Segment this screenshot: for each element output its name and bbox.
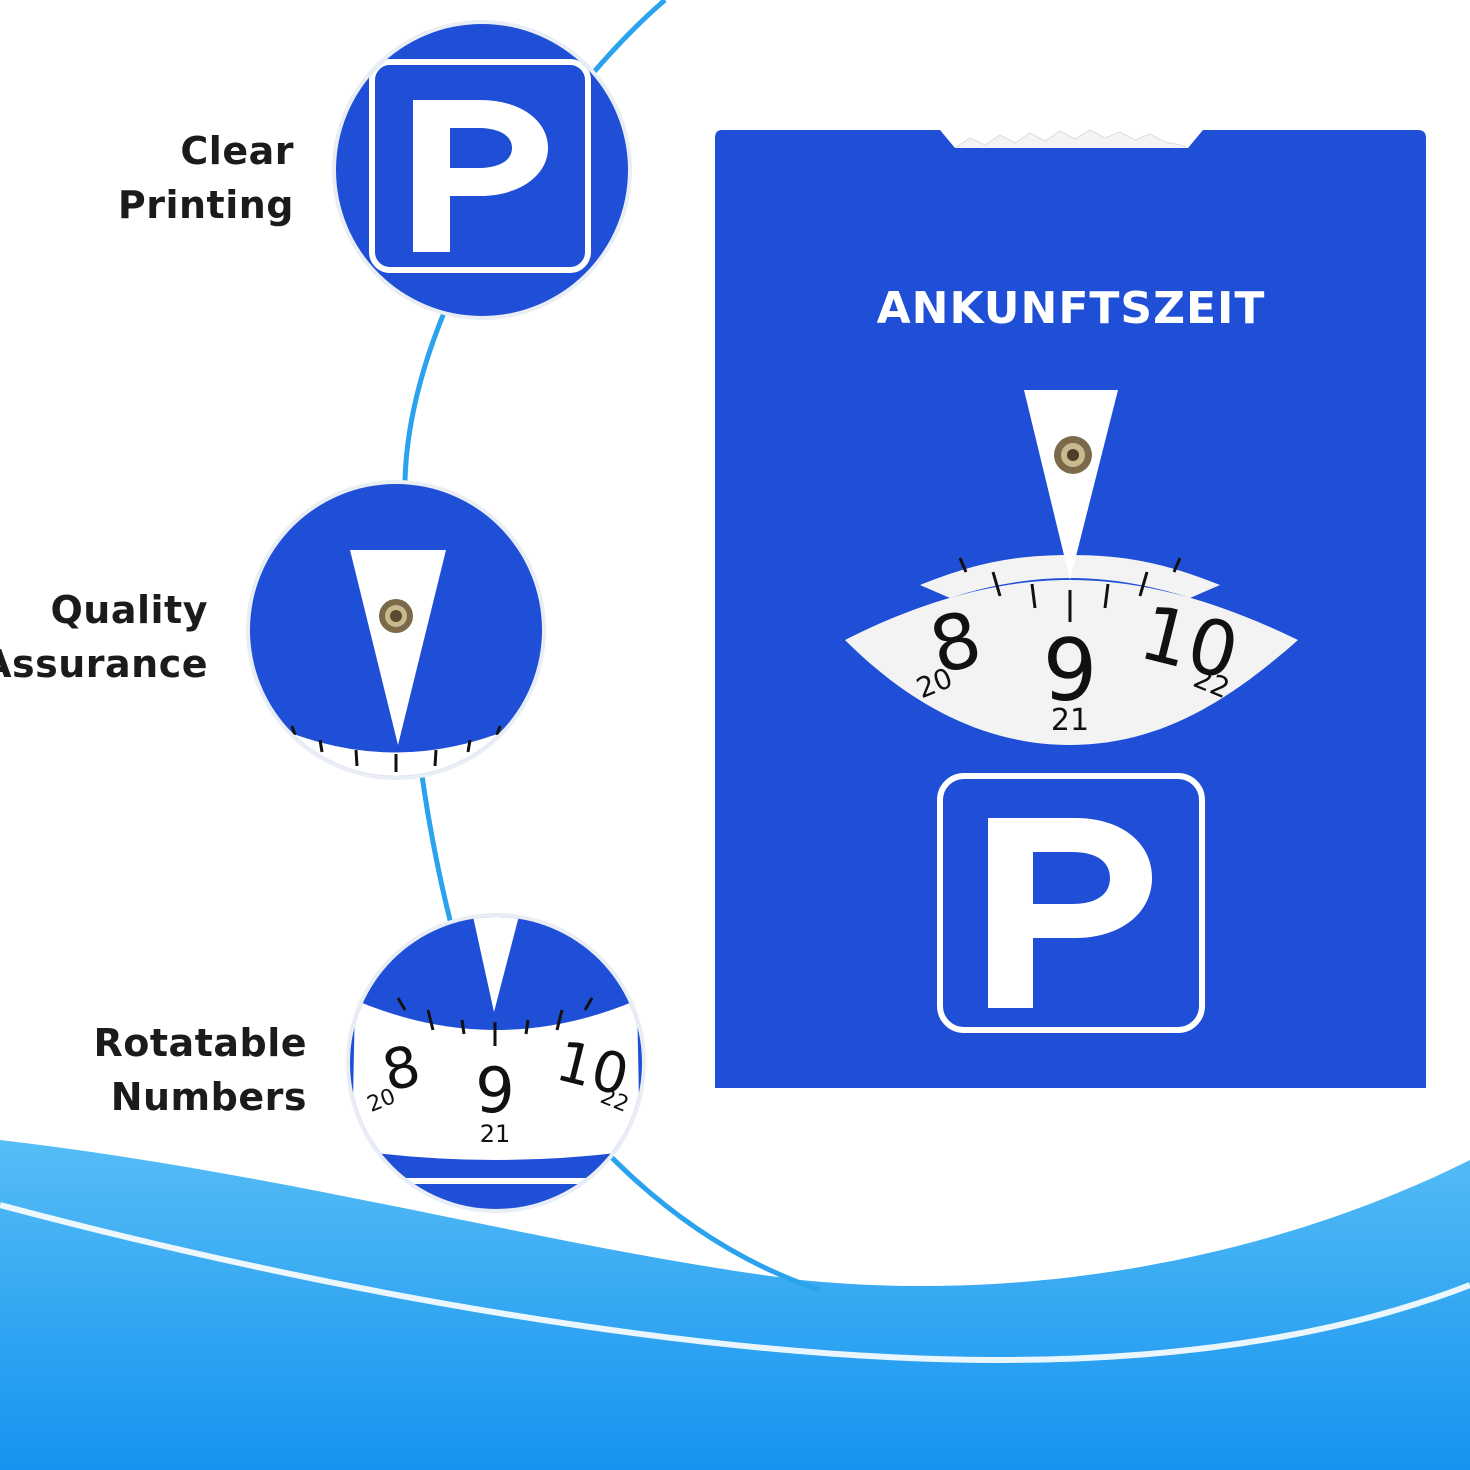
hour-numeral: 9	[475, 1054, 514, 1127]
dial-tick-marks	[958, 557, 1182, 622]
feature-label-quality-assurance: Quality Assurance	[0, 583, 208, 691]
pointer-triangle	[1024, 390, 1118, 580]
feature-label-line1: Clear	[180, 129, 294, 173]
parking-p-icon	[988, 818, 1152, 1008]
dial-window	[352, 1000, 640, 1160]
card-title: ANKUNFTSZEIT	[876, 283, 1266, 334]
feature-label-line1: Quality	[50, 588, 208, 632]
dial-window	[845, 580, 1298, 745]
pointer-triangle	[472, 917, 520, 1012]
parking-p-icon	[413, 100, 548, 252]
feature-label-line2: Printing	[117, 183, 294, 227]
feature-label-line1: Rotatable	[93, 1021, 307, 1065]
wave-highlight	[0, 1202, 1470, 1364]
hour-numeral: 9	[1043, 621, 1098, 721]
feature-label-line2: Assurance	[0, 642, 208, 686]
evening-numeral: 21	[480, 1120, 511, 1148]
feature-label-line2: Numbers	[110, 1075, 307, 1119]
feature-label-clear-printing: Clear Printing	[118, 124, 294, 232]
evening-numeral: 21	[1051, 703, 1089, 738]
pointer-triangle	[350, 550, 446, 745]
wave-band	[0, 1140, 1470, 1470]
parking-sign-frame	[937, 773, 1205, 1033]
feature-label-rotatable-numbers: Rotatable Numbers	[94, 1016, 307, 1124]
